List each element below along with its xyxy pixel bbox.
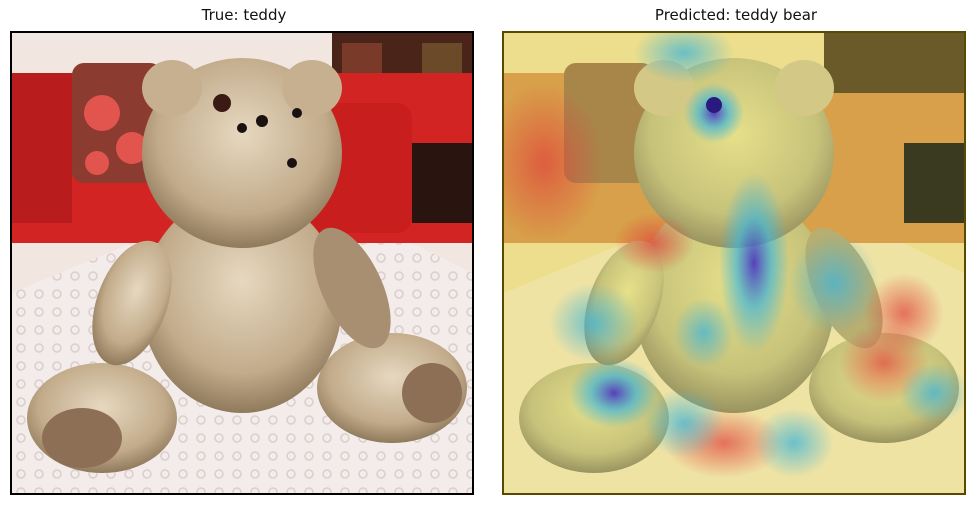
teddy-photo: [10, 31, 474, 495]
predicted-label-title: Predicted: teddy bear: [654, 6, 818, 24]
teddy-heatmap-overlay: [502, 31, 966, 495]
true-label-title: True: teddy: [201, 6, 287, 24]
